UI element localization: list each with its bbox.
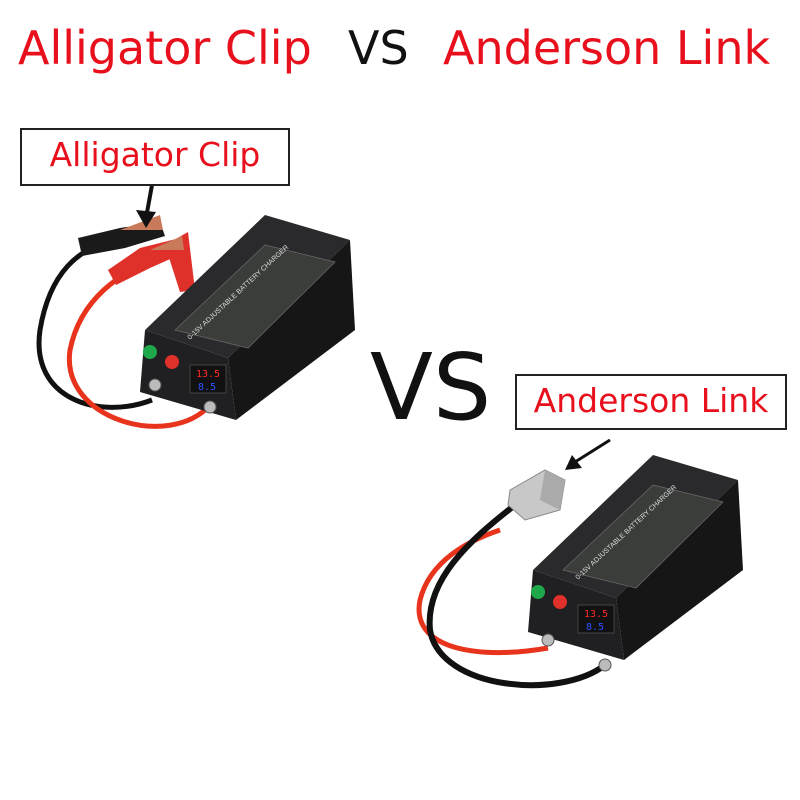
charger-anderson: 0-15V ADJUSTABLE BATTERY CHARGER 13.5 8.… (528, 455, 743, 672)
arrow-anderson (574, 438, 611, 464)
black-cable (36, 237, 153, 410)
title-vs: VS (348, 21, 409, 75)
display-current: 8.5 (586, 622, 604, 633)
knob-green (143, 345, 157, 359)
knob-green (531, 585, 545, 599)
charger-alligator: 0-15V ADJUSTABLE BATTERY CHARGER 13.5 8.… (140, 215, 355, 420)
display-current: 8.5 (198, 382, 216, 393)
knob-red (165, 355, 179, 369)
display-voltage: 13.5 (196, 369, 220, 380)
knob-red (553, 595, 567, 609)
alligator-clip-red (108, 232, 195, 292)
alligator-clip-black (78, 215, 165, 256)
black-cable-anderson (426, 502, 607, 689)
display-voltage: 13.5 (584, 609, 608, 620)
anderson-connector (507, 469, 566, 521)
title-anderson-link: Anderson Link (443, 21, 771, 75)
callout-anderson-link: Anderson Link (515, 374, 787, 430)
center-vs: VS (370, 334, 492, 441)
title-alligator-clip: Alligator Clip (18, 21, 312, 75)
callout-alligator-clip: Alligator Clip (20, 128, 290, 186)
